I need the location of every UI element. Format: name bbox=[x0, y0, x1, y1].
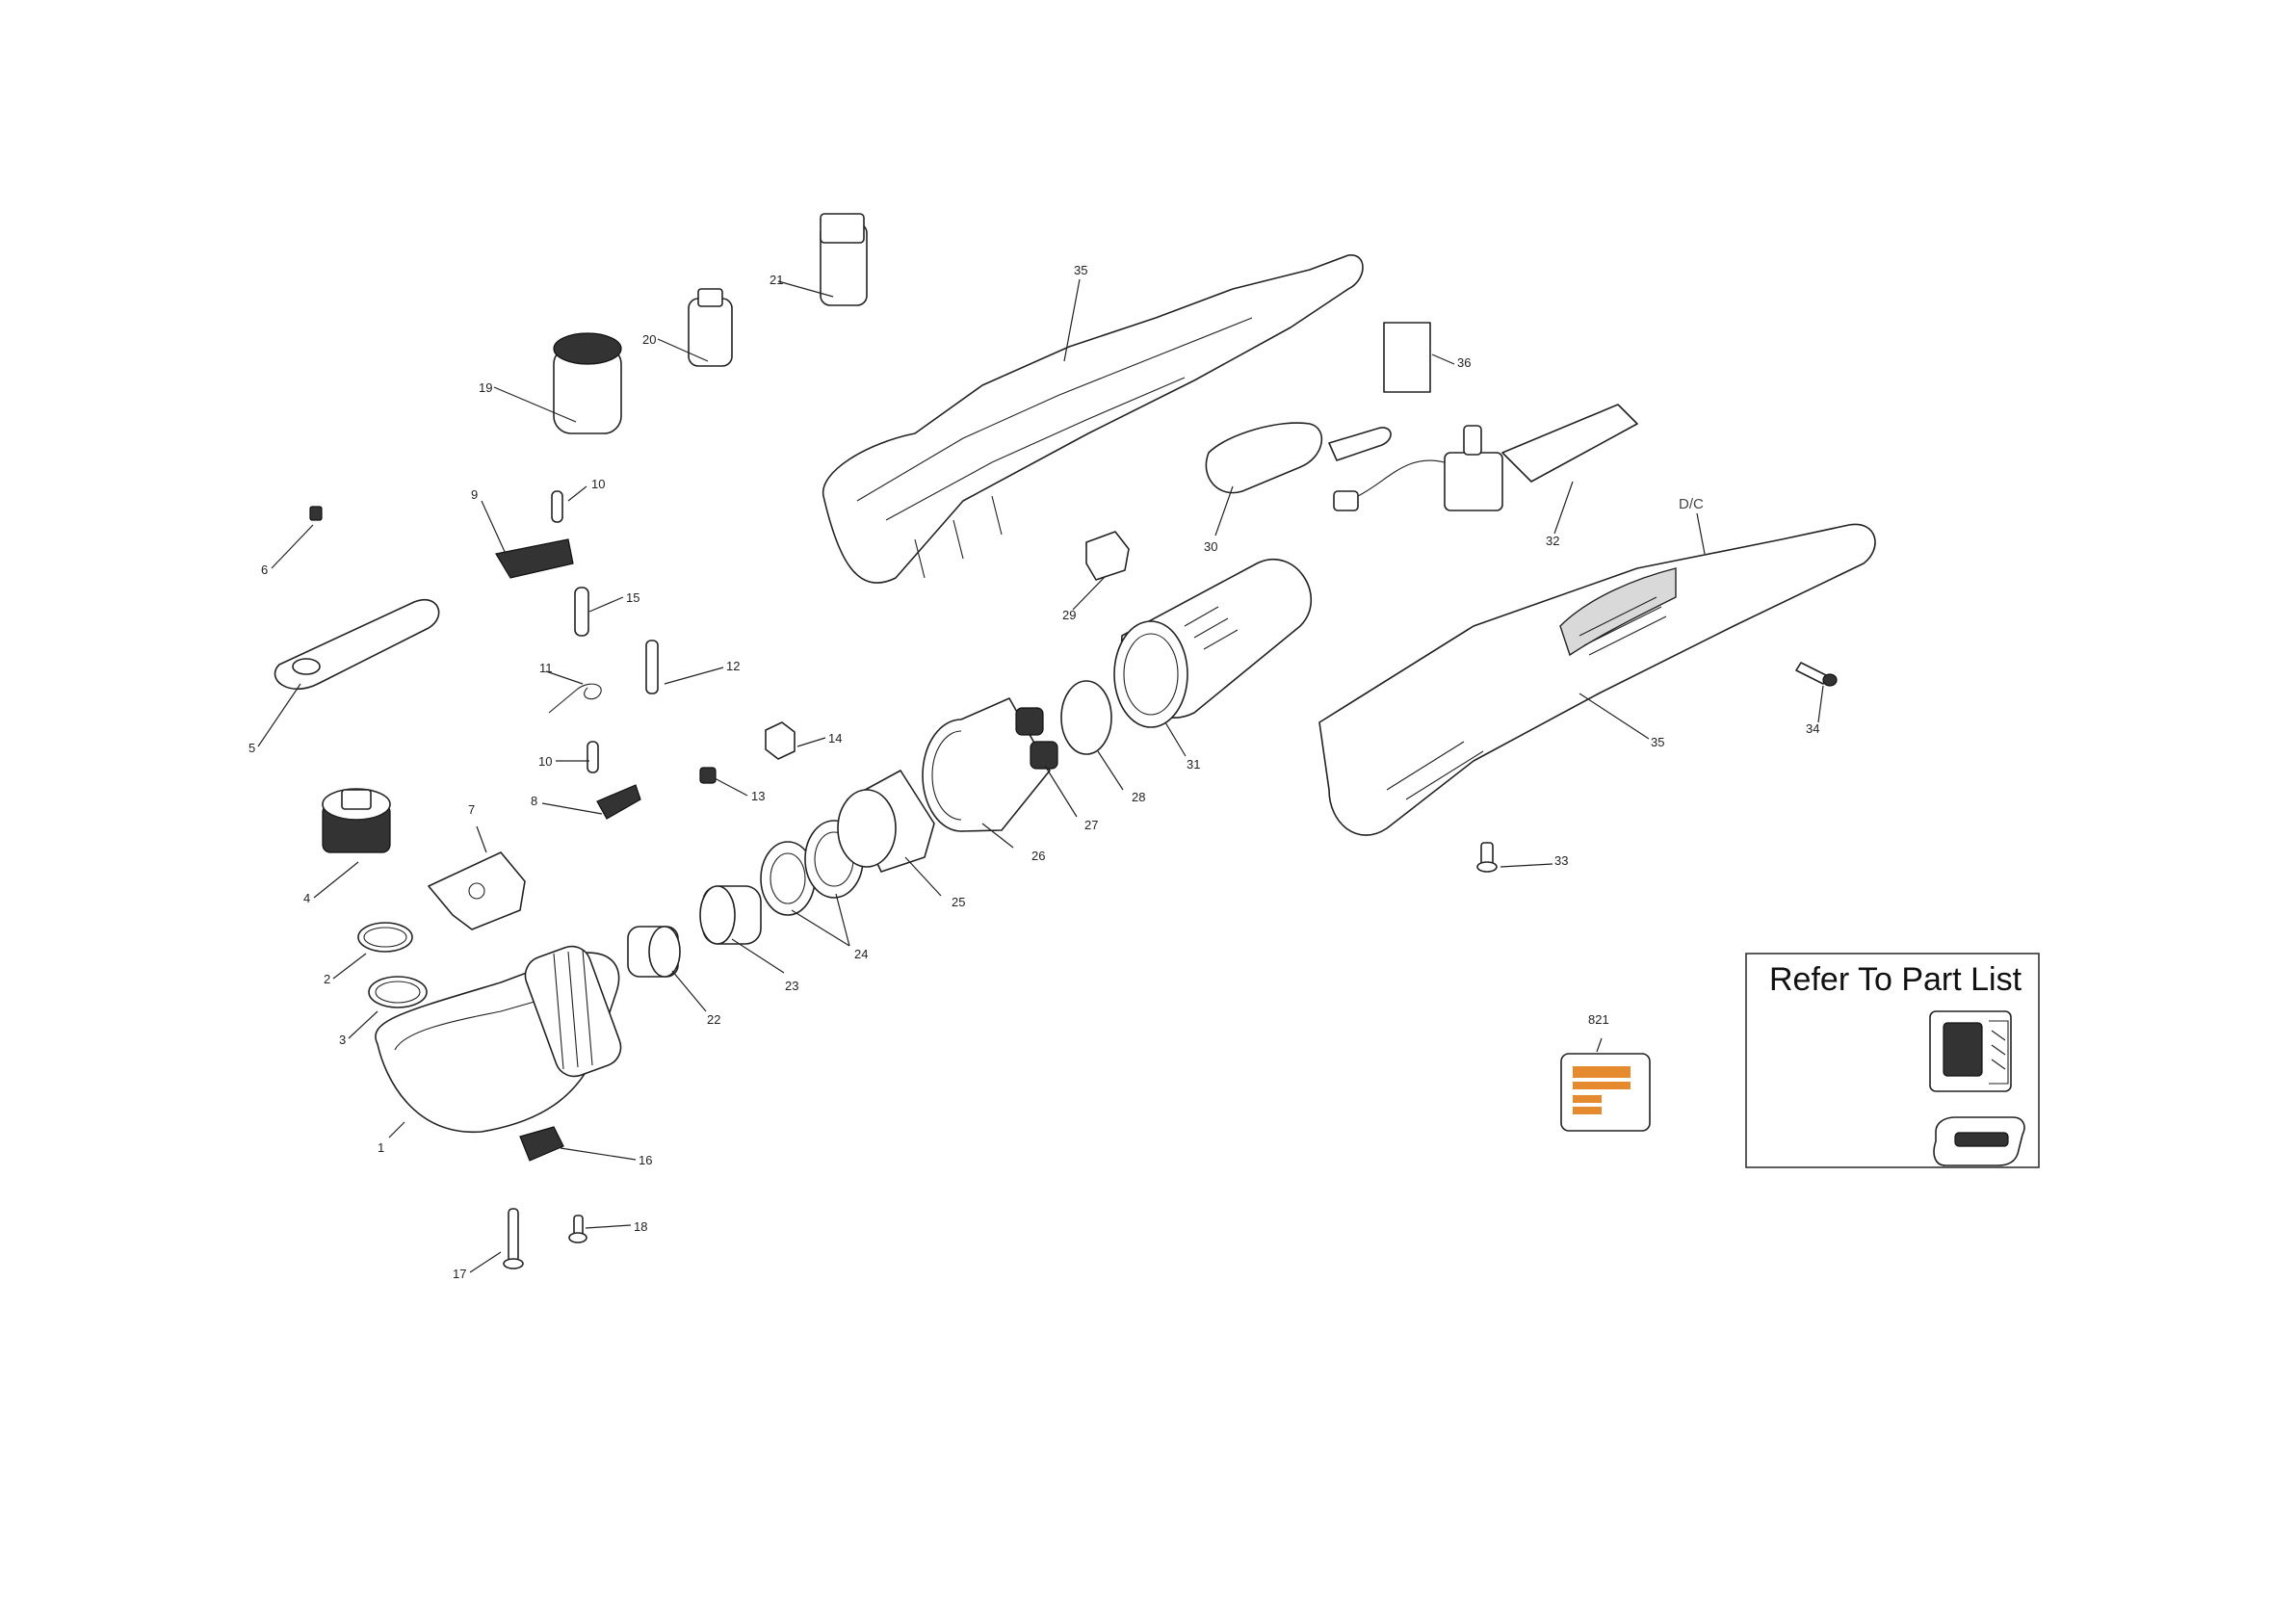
callout-6: 6 bbox=[261, 562, 268, 577]
callout-25: 25 bbox=[952, 895, 965, 909]
callout-20: 20 bbox=[642, 332, 656, 347]
callout-2: 2 bbox=[324, 972, 330, 986]
part-14-hex-nut bbox=[765, 721, 796, 760]
callout-3: 3 bbox=[339, 1033, 346, 1047]
callout-13: 13 bbox=[751, 789, 765, 803]
part-35-upper-housing-half bbox=[822, 254, 1364, 584]
part-6-screw bbox=[309, 506, 323, 521]
part-871-charger bbox=[1929, 1010, 2012, 1092]
callout-29: 29 bbox=[1062, 608, 1076, 622]
part-13-spring bbox=[699, 767, 717, 784]
dc-label: D/C bbox=[1679, 496, 1704, 512]
callout-7: 7 bbox=[468, 802, 475, 817]
part-16-latch bbox=[519, 1126, 564, 1162]
part-30-paddle bbox=[1205, 422, 1392, 494]
callout-18: 18 bbox=[634, 1219, 647, 1234]
callout-16: 16 bbox=[639, 1153, 652, 1167]
part-33-screw bbox=[1476, 842, 1498, 873]
part-17-screw bbox=[503, 1208, 524, 1269]
callout-15: 15 bbox=[626, 590, 639, 605]
part-9-pawl bbox=[495, 538, 574, 579]
part-20-drive-anvil bbox=[688, 288, 733, 367]
part-25-crank-housing bbox=[837, 770, 935, 873]
callout-30: 30 bbox=[1204, 539, 1217, 554]
part-11-spring bbox=[548, 683, 602, 714]
callout-35-lower: 35 bbox=[1651, 735, 1664, 749]
callout-22: 22 bbox=[707, 1012, 720, 1027]
part-21-drive-anvil bbox=[820, 213, 868, 306]
part-35-lower-housing-half bbox=[1318, 523, 1876, 836]
part-10-pin-a bbox=[551, 490, 563, 523]
callout-24: 24 bbox=[854, 947, 868, 961]
part-32-switch bbox=[1333, 404, 1638, 511]
part-866-battery bbox=[1933, 1116, 2025, 1166]
callout-4: 4 bbox=[303, 891, 310, 905]
callout-11: 11 bbox=[539, 661, 553, 675]
callout-32: 32 bbox=[1546, 534, 1559, 548]
callout-33: 33 bbox=[1554, 853, 1568, 868]
part-27-planet-gears bbox=[1015, 707, 1058, 770]
callout-26: 26 bbox=[1031, 849, 1045, 863]
callout-10-a: 10 bbox=[591, 477, 605, 491]
refer-to-part-list-box: Refer To Part List bbox=[1745, 953, 2040, 1168]
part-7-pawl-carrier bbox=[428, 851, 526, 930]
part-31-motor bbox=[1113, 558, 1312, 728]
callout-17: 17 bbox=[453, 1267, 466, 1281]
part-19-socket-adapter bbox=[553, 332, 622, 434]
callout-5: 5 bbox=[248, 741, 255, 755]
callout-1: 1 bbox=[378, 1140, 384, 1155]
part-4-knurled-selector bbox=[322, 788, 391, 853]
callout-10-b: 10 bbox=[538, 754, 552, 769]
refer-box-title: Refer To Part List bbox=[1769, 961, 2022, 998]
callout-21: 21 bbox=[770, 273, 783, 287]
callout-27: 27 bbox=[1084, 818, 1098, 832]
part-821-warning-label bbox=[1560, 1053, 1651, 1132]
callout-8: 8 bbox=[531, 794, 537, 808]
part-8-pawl bbox=[596, 784, 641, 820]
callout-9: 9 bbox=[471, 487, 478, 502]
part-1-head-housing bbox=[375, 945, 622, 1133]
part-29-clip bbox=[1085, 531, 1130, 581]
callout-821: 821 bbox=[1588, 1012, 1609, 1027]
part-10-pin-b bbox=[587, 741, 599, 773]
part-22-yoke bbox=[627, 926, 681, 978]
part-12-pin bbox=[645, 640, 659, 694]
callout-34: 34 bbox=[1806, 721, 1819, 736]
callout-12: 12 bbox=[726, 659, 740, 673]
callout-19: 19 bbox=[479, 380, 492, 395]
part-23-bushing bbox=[699, 885, 762, 945]
callout-31: 31 bbox=[1187, 757, 1200, 772]
callout-23: 23 bbox=[785, 979, 798, 993]
callout-36: 36 bbox=[1457, 355, 1471, 370]
callout-35-upper: 35 bbox=[1074, 263, 1087, 277]
part-36-label bbox=[1383, 322, 1431, 393]
part-5-cover-plate bbox=[274, 599, 440, 690]
callout-28: 28 bbox=[1132, 790, 1145, 804]
part-28-washer bbox=[1060, 680, 1112, 755]
part-15-pin bbox=[574, 587, 589, 637]
part-18-screw bbox=[568, 1215, 587, 1243]
part-34-screw bbox=[1795, 662, 1838, 687]
callout-14: 14 bbox=[828, 731, 842, 746]
